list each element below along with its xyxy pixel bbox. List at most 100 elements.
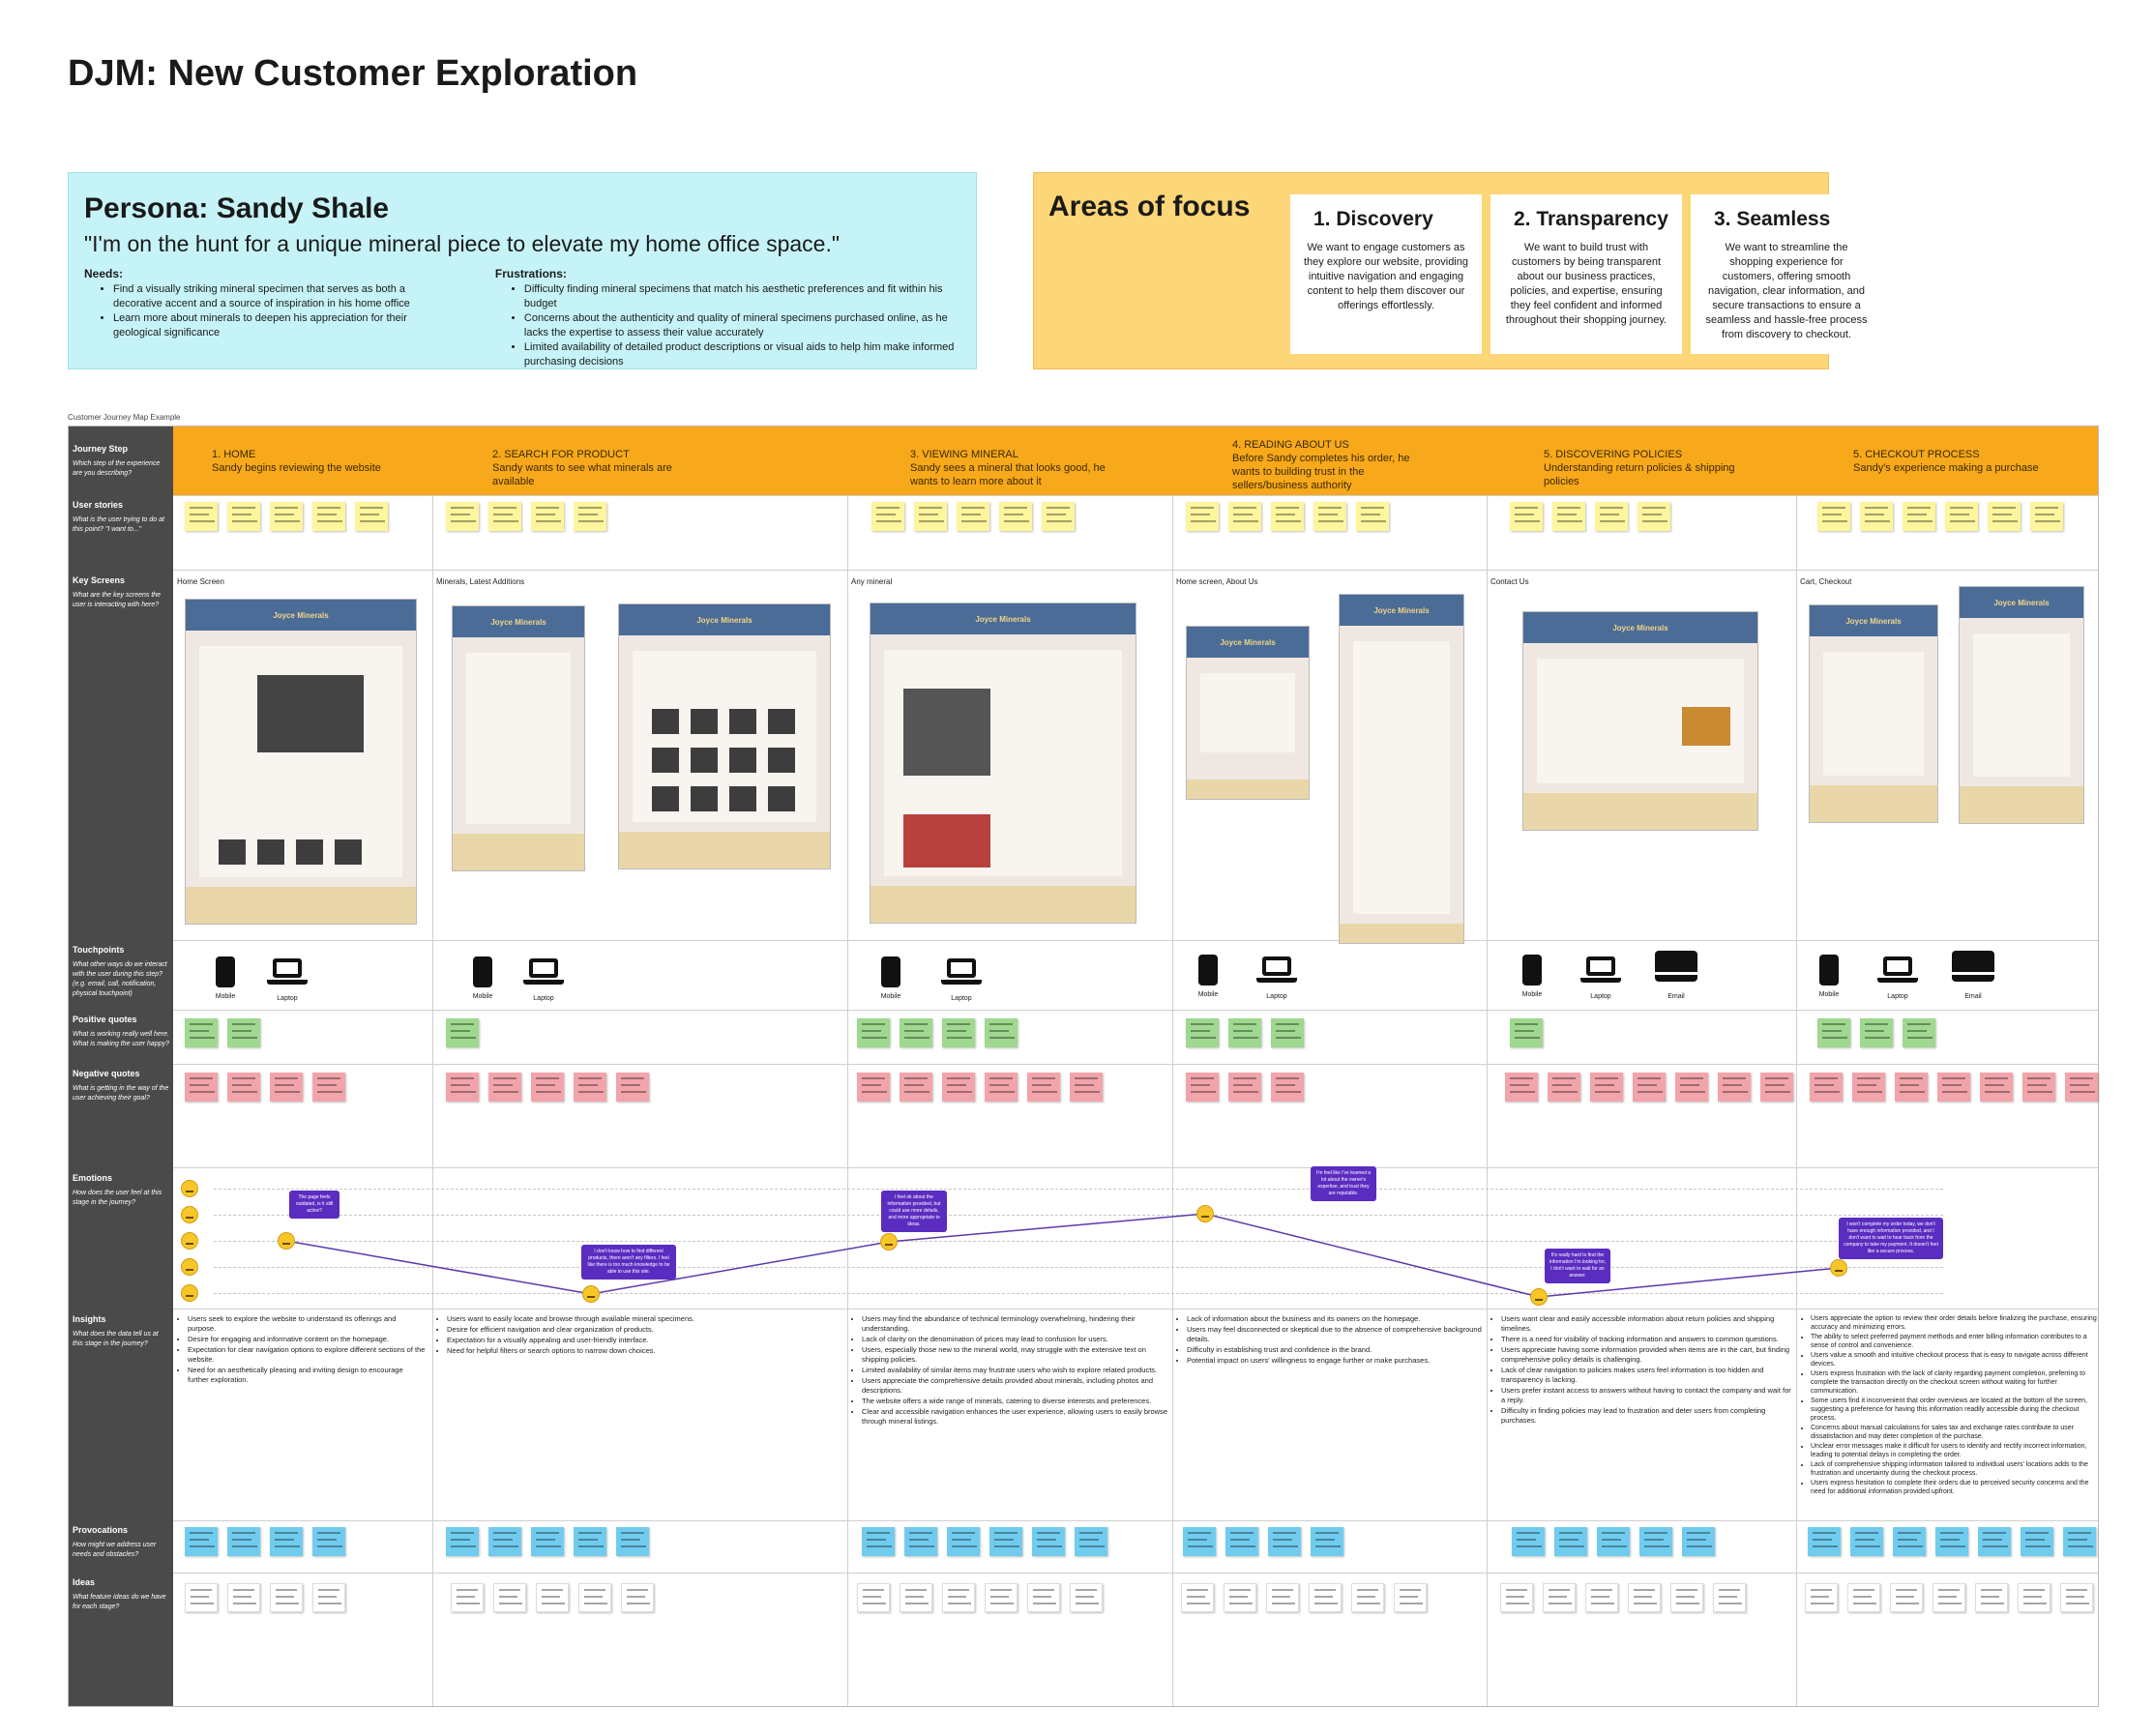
sticky-note	[1356, 502, 1389, 531]
sticky-note	[904, 1527, 937, 1556]
emotion-bubble: I'm feel like I've learned a lot about t…	[1311, 1166, 1376, 1201]
sticky-note	[2030, 502, 2063, 531]
emoji-face-icon	[181, 1206, 198, 1223]
sticky-note	[270, 1527, 303, 1556]
sticky-note	[227, 502, 260, 531]
frustration-item: Concerns about the authenticity and qual…	[524, 311, 960, 340]
sticky-note	[185, 1583, 218, 1612]
emotion-bubble: I don't know how to find different produ…	[581, 1245, 676, 1280]
sticky-note	[488, 1527, 521, 1556]
sticky-note	[1505, 1073, 1538, 1102]
sticky-note	[1224, 1583, 1256, 1612]
focus-card-title: 1. Discovery	[1302, 208, 1470, 231]
persona-frustrations: Frustrations: Difficulty finding mineral…	[495, 267, 960, 369]
sticky-note	[1945, 502, 1978, 531]
sticky-note	[1271, 502, 1304, 531]
sticky-note	[1186, 1073, 1219, 1102]
sticky-note	[270, 1073, 303, 1102]
sticky-note	[1186, 1018, 1219, 1047]
focus-card-seamless: 3. Seamless We want to streamline the sh…	[1691, 194, 1882, 354]
areas-of-focus: Areas of focus 1. Discovery We want to e…	[1033, 172, 1829, 369]
sticky-note	[1810, 1073, 1843, 1102]
emoji-face-icon	[1530, 1288, 1548, 1306]
sticky-note	[2063, 1527, 2096, 1556]
sticky-note	[531, 502, 564, 531]
sticky-note	[900, 1018, 932, 1047]
sticky-note	[2021, 1527, 2053, 1556]
sticky-note	[857, 1018, 890, 1047]
sticky-note	[1903, 1018, 1935, 1047]
sticky-note	[1313, 502, 1346, 531]
sticky-note	[1860, 1018, 1893, 1047]
sticky-note	[1186, 502, 1219, 531]
sticky-note	[185, 502, 218, 531]
sticky-note	[621, 1583, 654, 1612]
focus-card-discovery: 1. Discovery We want to engage customers…	[1290, 194, 1482, 354]
sticky-note	[1670, 1583, 1703, 1612]
sticky-note	[2022, 1073, 2055, 1102]
emotion-bubble: I won't complete my order today, we don'…	[1839, 1218, 1943, 1259]
page-title: DJM: New Customer Exploration	[68, 53, 637, 95]
sticky-note	[1935, 1527, 1968, 1556]
sticky-note	[942, 1018, 975, 1047]
sticky-note	[1805, 1583, 1838, 1612]
sticky-note	[1817, 502, 1850, 531]
sticky-note	[574, 1073, 606, 1102]
sticky-note	[446, 1527, 479, 1556]
sticky-note	[1628, 1583, 1661, 1612]
sticky-note	[1585, 1583, 1618, 1612]
sticky-note	[531, 1527, 564, 1556]
sticky-note	[574, 502, 606, 531]
sticky-note	[942, 1583, 975, 1612]
insights-step-1: Users seek to explore the website to und…	[179, 1314, 426, 1386]
sticky-note	[1718, 1073, 1751, 1102]
sticky-note	[857, 1073, 890, 1102]
sticky-note	[1552, 502, 1585, 531]
emoji-face-icon	[181, 1180, 198, 1197]
sticky-note	[1895, 1073, 1928, 1102]
sticky-note	[227, 1073, 260, 1102]
sticky-note	[446, 1073, 479, 1102]
sticky-note	[270, 502, 303, 531]
sticky-note	[1225, 1527, 1258, 1556]
sticky-note	[1903, 502, 1935, 531]
sticky-note	[2060, 1583, 2093, 1612]
sticky-note	[900, 1583, 932, 1612]
sticky-note	[1042, 502, 1075, 531]
frustrations-label: Frustrations:	[495, 267, 960, 280]
sticky-note	[1890, 1583, 1923, 1612]
sticky-note	[312, 502, 345, 531]
sticky-note	[1988, 502, 2021, 531]
need-item: Find a visually striking mineral specime…	[113, 282, 457, 311]
emoji-face-icon	[278, 1232, 295, 1250]
sticky-note	[914, 502, 947, 531]
sticky-note	[862, 1527, 895, 1556]
emotion-curve	[69, 427, 2100, 1708]
map-caption: Customer Journey Map Example	[68, 413, 181, 422]
sticky-note	[900, 1073, 932, 1102]
sticky-note	[1500, 1583, 1533, 1612]
sticky-note	[227, 1018, 260, 1047]
sticky-note	[1268, 1527, 1301, 1556]
sticky-note	[1032, 1527, 1065, 1556]
insights-step-2: Users want to easily locate and browse t…	[438, 1314, 840, 1357]
sticky-note	[857, 1583, 890, 1612]
sticky-note	[488, 1073, 521, 1102]
sticky-note	[616, 1527, 649, 1556]
sticky-note	[985, 1073, 1018, 1102]
sticky-note	[227, 1583, 260, 1612]
focus-card-text: We want to build trust with customers by…	[1502, 241, 1670, 328]
emoji-face-icon	[1830, 1259, 1847, 1277]
sticky-note	[1847, 1583, 1880, 1612]
emotion-bubble: It's really hard to find the information…	[1545, 1249, 1610, 1283]
sticky-note	[1271, 1073, 1304, 1102]
sticky-note	[989, 1527, 1022, 1556]
sticky-note	[957, 502, 989, 531]
sticky-note	[1978, 1527, 2011, 1556]
sticky-note	[947, 1527, 980, 1556]
sticky-note	[1682, 1527, 1715, 1556]
focus-card-text: We want to streamline the shopping exper…	[1702, 241, 1871, 342]
sticky-note	[1027, 1583, 1060, 1612]
sticky-note	[1817, 1018, 1850, 1047]
sticky-note	[1893, 1527, 1926, 1556]
